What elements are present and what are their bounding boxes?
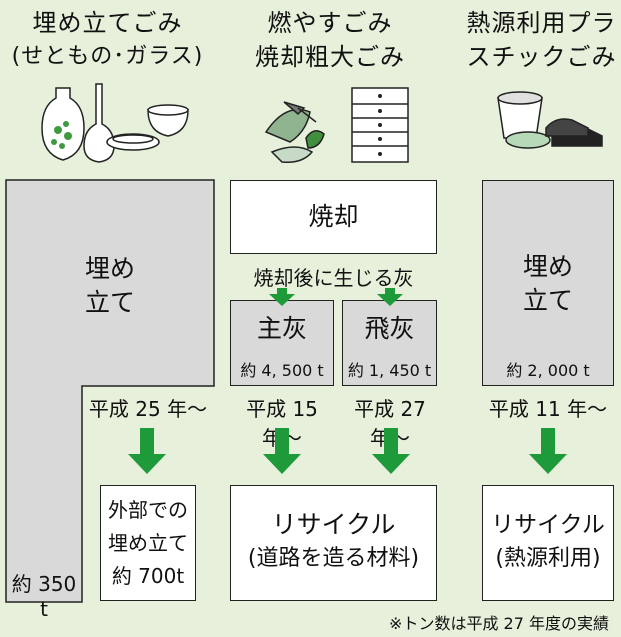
landfill-since: 平成 25 年〜 (88, 397, 208, 421)
plastic-landfill-box (482, 180, 614, 386)
main-ash-since: 平成 15 年〜 (246, 397, 318, 450)
main-ash-box (230, 300, 334, 386)
arrow-main-ash-to-recycle (263, 428, 301, 474)
ash-caption: 焼却後に生じる灰 (253, 266, 414, 290)
road-recycle-line2: (道路を造る材料) (247, 546, 420, 571)
road-recycle-line1: リサイクル (271, 510, 396, 539)
external-landfill-box (100, 485, 196, 601)
plastic-title: 熱源利用プラ スチックごみ (462, 6, 621, 74)
plastic-title-line1: 熱源利用プラ (466, 9, 617, 37)
landfill-title-line2: (せともの･ガラス) (11, 44, 204, 69)
heat-source-recycle-box (482, 485, 614, 601)
road-material-recycle-label: リサイクル (道路を造る材料) (230, 508, 437, 576)
incineration-label: 焼却 (308, 202, 359, 231)
arrow-to-external-landfill (128, 428, 166, 474)
external-landfill-line2: 埋め立て (108, 531, 188, 555)
incineration-box (230, 180, 437, 254)
burnable-title-line1: 燃やすごみ (267, 9, 393, 37)
fly-ash-since: 平成 27 年〜 (354, 397, 426, 450)
road-material-recycle-box (230, 485, 437, 601)
plastic-box-label-line2: 立て (522, 286, 573, 315)
fly-ash-label: 飛灰 (364, 314, 415, 343)
plastic-title-line2: スチックごみ (466, 43, 617, 71)
landfill-amount: 約 350 t (11, 572, 77, 621)
plastic-since: 平成 11 年〜 (488, 397, 608, 421)
landfill-box-label: 埋め 立て (60, 252, 160, 320)
plastic-amount: 約 2, 000 t (506, 361, 590, 380)
fly-ash-amount: 約 1, 450 t (347, 361, 432, 380)
heat-recycle-line2: (熱源利用) (495, 546, 601, 571)
plastic-items-illustration (497, 91, 603, 149)
external-landfill-line3: 約 700t (111, 564, 185, 588)
arrow-plastic-to-recycle (529, 428, 567, 474)
burnable-title: 燃やすごみ 焼却粗大ごみ (228, 6, 432, 74)
landfill-box-label-line1: 埋め (84, 254, 135, 283)
landfill-title-line1: 埋め立てごみ (32, 9, 183, 37)
arrow-to-main-ash (269, 288, 295, 306)
main-ash-amount: 約 4, 500 t (240, 361, 324, 380)
plastic-box-label: 埋め 立て (482, 250, 614, 318)
heat-recycle-line1: リサイクル (491, 512, 605, 538)
external-landfill-label: 外部での 埋め立て 約 700t (100, 494, 196, 593)
arrow-to-fly-ash (377, 288, 403, 306)
landfill-box-label-line2: 立て (84, 288, 135, 317)
plastic-box-label-line1: 埋め (522, 252, 573, 281)
external-landfill-line1: 外部での (108, 498, 188, 522)
arrow-fly-ash-to-recycle (372, 428, 410, 474)
landfill-title: 埋め立てごみ (せともの･ガラス) (0, 6, 215, 74)
heat-source-recycle-label: リサイクル (熱源利用) (482, 508, 614, 576)
footnote: ※トン数は平成 27 年度の実績 (389, 614, 609, 633)
ceramics-glass-illustration (41, 83, 189, 163)
main-ash-label: 主灰 (256, 314, 307, 343)
burnable-garbage-illustration (264, 87, 409, 164)
burnable-title-line2: 焼却粗大ごみ (255, 43, 405, 71)
